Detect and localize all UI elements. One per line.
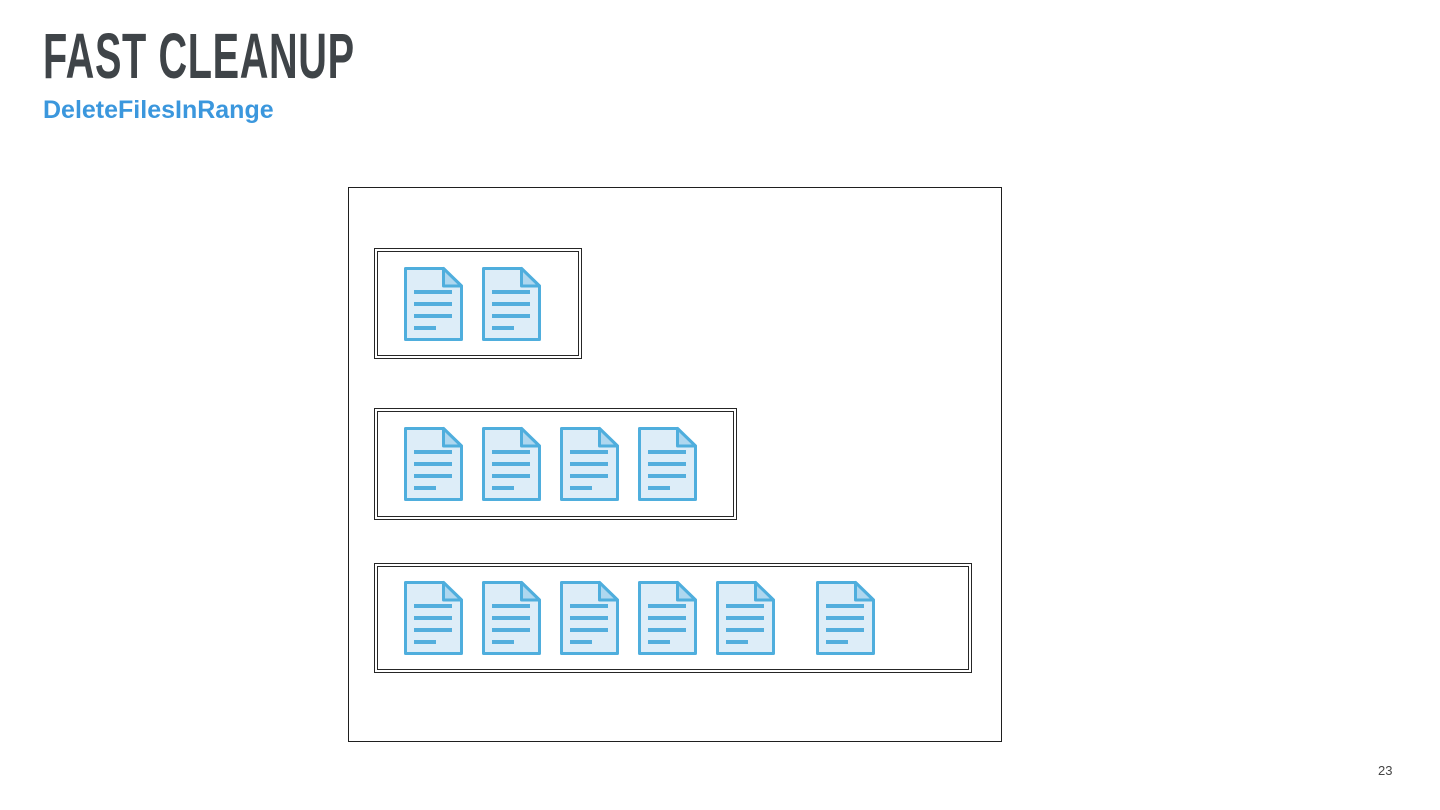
document-text-lines (648, 450, 686, 490)
file-group-1-inner (377, 251, 579, 356)
document-fold (442, 427, 463, 448)
document-icon (404, 427, 463, 501)
slide-title: FAST CLEANUP (43, 20, 355, 92)
document-fold (676, 427, 697, 448)
file-group-2 (374, 408, 737, 520)
document-fold (754, 581, 775, 602)
document-fold (598, 581, 619, 602)
document-fold (442, 266, 463, 287)
document-icon (638, 581, 697, 655)
document-text-lines (570, 450, 608, 490)
page-number: 23 (1378, 763, 1393, 778)
document-text-lines (726, 604, 764, 644)
document-icon (482, 427, 541, 501)
document-icon (482, 266, 541, 341)
document-icon (816, 581, 875, 655)
slide-subtitle: DeleteFilesInRange (43, 96, 274, 124)
file-group-3-inner (377, 566, 969, 670)
file-group-1 (374, 248, 582, 359)
document-text-lines (826, 604, 864, 644)
document-fold (676, 581, 697, 602)
file-group-2-inner (377, 411, 734, 517)
document-icon (560, 581, 619, 655)
document-text-lines (570, 604, 608, 644)
document-icon (404, 266, 463, 341)
document-text-lines (414, 604, 452, 644)
diagram-container-box (348, 187, 1002, 742)
file-group-3 (374, 563, 972, 673)
document-icon (482, 581, 541, 655)
document-text-lines (492, 604, 530, 644)
document-text-lines (648, 604, 686, 644)
document-icon (560, 427, 619, 501)
document-fold (520, 427, 541, 448)
document-icon (638, 427, 697, 501)
document-text-lines (492, 450, 530, 490)
document-icon (716, 581, 775, 655)
document-fold (442, 581, 463, 602)
document-text-lines (492, 289, 530, 330)
document-icon (404, 581, 463, 655)
document-text-lines (414, 289, 452, 330)
document-text-lines (414, 450, 452, 490)
document-fold (520, 581, 541, 602)
document-fold (598, 427, 619, 448)
document-fold (520, 266, 541, 287)
document-fold (854, 581, 875, 602)
